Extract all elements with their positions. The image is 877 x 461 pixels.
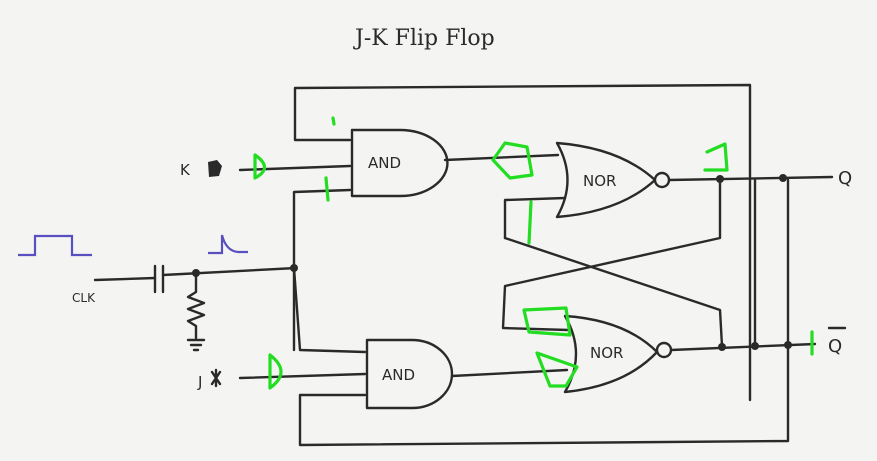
j-scribble [210,368,222,388]
cross-wire-qbar-to-upper [503,236,724,348]
square-pulse [18,234,92,257]
clk-input-wire [93,276,157,282]
q-bar-output-label: Q [828,336,842,357]
bottom-feedback-loop [298,178,790,447]
j-input-label: J [197,373,202,391]
k-scribble [208,160,222,177]
k-input-label: K [180,161,191,179]
q-feedback-dot [779,174,787,182]
nor-gate-bottom-label: NOR [590,344,623,362]
spike-pulse [208,234,248,255]
clk-label: CLK [72,291,96,305]
green-tick-cross [527,200,533,245]
green-mark-and-top-out [491,141,534,180]
green-tick-clk-top [324,176,330,202]
resistor [186,271,206,340]
q-bar-output-wire [669,342,817,352]
clk-bus-wire [161,266,298,277]
top-nor-second-input [503,196,567,240]
and-bottom-output-wire [450,368,569,378]
k-input-wire [238,164,352,172]
q-output-label: Q [838,168,852,189]
and-gate-bottom-label: AND [382,366,415,384]
nor-gate-top-label: NOR [583,172,616,190]
nor-gate-top [555,141,657,219]
diagram-title: J-K Flip Flop [353,26,495,51]
and-top-output-wire [443,153,560,162]
green-dot-top [331,116,336,126]
clk-to-bottom-and [292,266,367,354]
green-mark-lower-nor-in [522,306,572,337]
and-gate-top [350,128,449,198]
j-input-wire [238,372,367,380]
green-mark-and-bottom-out [535,351,579,388]
q-bar-junction-dot [718,343,726,351]
clk-to-top-and [292,188,352,352]
ground-symbol [186,338,206,352]
q-junction-dot [716,175,724,183]
green-mark-k-gate [253,153,267,180]
top-feedback-loop [293,83,752,402]
and-gate-top-label: AND [368,154,401,172]
cross-wire-q-to-lower [501,176,722,332]
green-mark-j-gate [268,353,283,390]
nor-gate-bottom-bubble [655,341,673,359]
nor-gate-bottom [563,314,659,394]
q-output-wire [667,175,834,182]
q-bar-cross-dot [784,341,792,349]
green-mark-q [703,142,729,172]
nor-gate-top-bubble [653,171,671,189]
q-bar-feedback-dot [751,342,759,350]
